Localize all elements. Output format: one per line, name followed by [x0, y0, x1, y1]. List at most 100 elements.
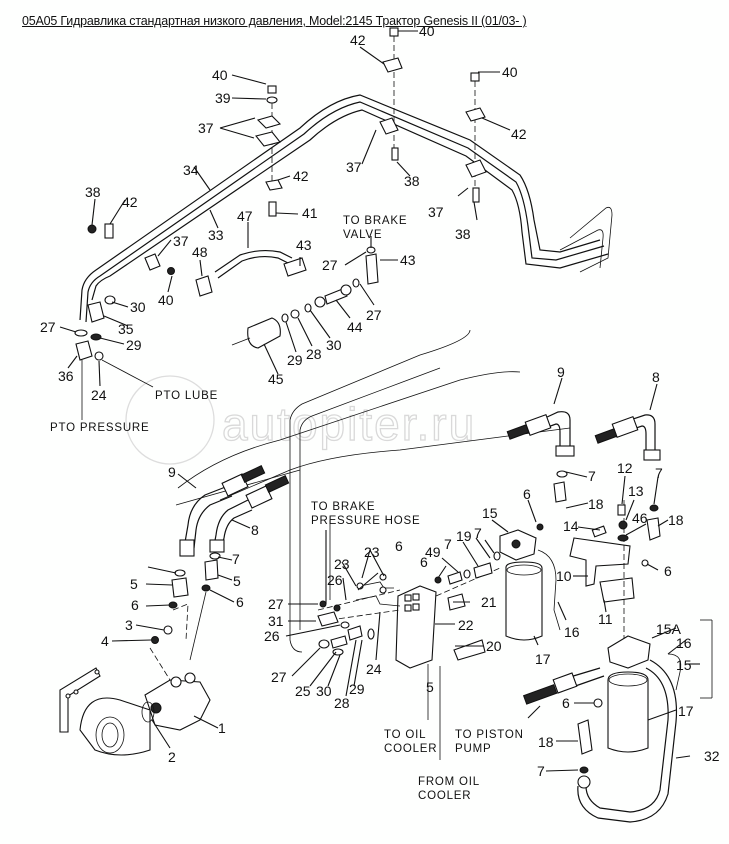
callout[interactable]: 18	[668, 512, 684, 528]
callout[interactable]: 29	[287, 352, 303, 368]
callout[interactable]: 37	[173, 233, 189, 249]
callout[interactable]: 5	[233, 573, 241, 589]
callout[interactable]: 37	[346, 159, 362, 175]
callout[interactable]: 40	[502, 64, 518, 80]
callout[interactable]: 47	[237, 208, 253, 224]
callout[interactable]: 38	[85, 184, 101, 200]
callout[interactable]: 6	[562, 695, 570, 711]
callout[interactable]: 6	[420, 554, 428, 570]
callout[interactable]: 17	[535, 651, 551, 667]
callout[interactable]: 6	[395, 538, 403, 554]
callout[interactable]: 5	[426, 679, 434, 695]
callout[interactable]: 46	[632, 510, 648, 526]
callout[interactable]: 42	[122, 194, 138, 210]
callout[interactable]: 4	[101, 633, 109, 649]
callout[interactable]: 28	[334, 695, 350, 711]
annotation-notes: TO BRAKE VALVE PTO LUBE PTO PRESSURE TO …	[50, 215, 523, 802]
callout[interactable]: 37	[198, 120, 214, 136]
callout[interactable]: 40	[212, 67, 228, 83]
callout[interactable]: 40	[158, 292, 174, 308]
callout[interactable]: 6	[236, 594, 244, 610]
callout[interactable]: 15	[482, 505, 498, 521]
callout[interactable]: 21	[481, 594, 497, 610]
callout[interactable]: 25	[295, 683, 311, 699]
callout[interactable]: 27	[271, 669, 287, 685]
callout[interactable]: 9	[557, 364, 565, 380]
callout[interactable]: 7	[537, 763, 545, 779]
callout[interactable]: 16	[676, 635, 692, 651]
callout[interactable]: 6	[131, 597, 139, 613]
callout[interactable]: 36	[58, 368, 74, 384]
callout[interactable]: 27	[40, 319, 56, 335]
callout[interactable]: 27	[268, 596, 284, 612]
callout[interactable]: 26	[264, 628, 280, 644]
callout[interactable]: 23	[364, 544, 380, 560]
callout[interactable]: 13	[628, 483, 644, 499]
callout[interactable]: 8	[652, 369, 660, 385]
callout[interactable]: 7	[588, 468, 596, 484]
callout[interactable]: 15A	[656, 621, 682, 637]
callout[interactable]: 42	[350, 32, 366, 48]
filter-bracket	[569, 500, 661, 640]
callout[interactable]: 7	[444, 536, 452, 552]
callout[interactable]: 37	[428, 204, 444, 220]
callout[interactable]: 26	[327, 572, 343, 588]
callout[interactable]: 11	[598, 611, 613, 627]
callout[interactable]: 48	[192, 244, 208, 260]
callout[interactable]: 17	[678, 703, 694, 719]
callout[interactable]: 44	[347, 319, 363, 335]
callout[interactable]: 30	[316, 683, 332, 699]
callout[interactable]: 24	[91, 387, 107, 403]
callout[interactable]: 3	[125, 617, 133, 633]
callout[interactable]: 42	[511, 126, 527, 142]
callout[interactable]: 31	[268, 613, 284, 629]
callout[interactable]: 7	[655, 465, 663, 481]
callout[interactable]: 5	[130, 576, 138, 592]
callout[interactable]: 33	[208, 227, 224, 243]
callout[interactable]: 24	[366, 661, 382, 677]
callout[interactable]: 16	[564, 624, 580, 640]
callout[interactable]: 39	[215, 90, 231, 106]
callout[interactable]: 6	[664, 563, 672, 579]
callout[interactable]: 41	[302, 205, 318, 221]
callout[interactable]: 10	[556, 568, 572, 584]
callout[interactable]: 43	[296, 237, 312, 253]
callout[interactable]: 22	[458, 617, 474, 633]
callout[interactable]: 40	[419, 23, 435, 39]
callout[interactable]: 30	[130, 299, 146, 315]
callout[interactable]: 29	[126, 337, 142, 353]
callout[interactable]: 1	[218, 720, 226, 736]
callout[interactable]: 42	[293, 168, 309, 184]
callout[interactable]: 38	[404, 173, 420, 189]
callout[interactable]: 49	[425, 544, 441, 560]
callout[interactable]: 29	[349, 681, 365, 697]
callout[interactable]: 8	[251, 522, 259, 538]
plate-42-d	[104, 223, 114, 239]
callout[interactable]: 35	[118, 321, 134, 337]
callout[interactable]: 27	[322, 257, 338, 273]
callout[interactable]: 45	[268, 371, 284, 387]
callout[interactable]: 18	[538, 734, 554, 750]
callout[interactable]: 30	[326, 337, 342, 353]
callout[interactable]: 23	[334, 556, 350, 572]
callout[interactable]: 2	[168, 749, 176, 765]
filter-17-a	[505, 561, 543, 641]
callout[interactable]: 7	[232, 551, 240, 567]
washer-6-f	[593, 698, 603, 708]
callout[interactable]: 15	[676, 657, 692, 673]
fitting-35	[87, 301, 105, 323]
callout[interactable]: 28	[306, 346, 322, 362]
callout[interactable]: 34	[183, 162, 199, 178]
callout[interactable]: 19	[456, 528, 472, 544]
callout[interactable]: 6	[523, 486, 531, 502]
callout[interactable]: 9	[168, 464, 176, 480]
callout[interactable]: 18	[588, 496, 604, 512]
callout[interactable]: 20	[486, 638, 502, 654]
callout[interactable]: 7	[474, 525, 482, 541]
callout[interactable]: 43	[400, 252, 416, 268]
callout[interactable]: 27	[366, 307, 382, 323]
callout[interactable]: 12	[617, 460, 633, 476]
callout[interactable]: 38	[455, 226, 471, 242]
callout[interactable]: 14	[563, 518, 579, 534]
callout[interactable]: 32	[704, 748, 720, 764]
